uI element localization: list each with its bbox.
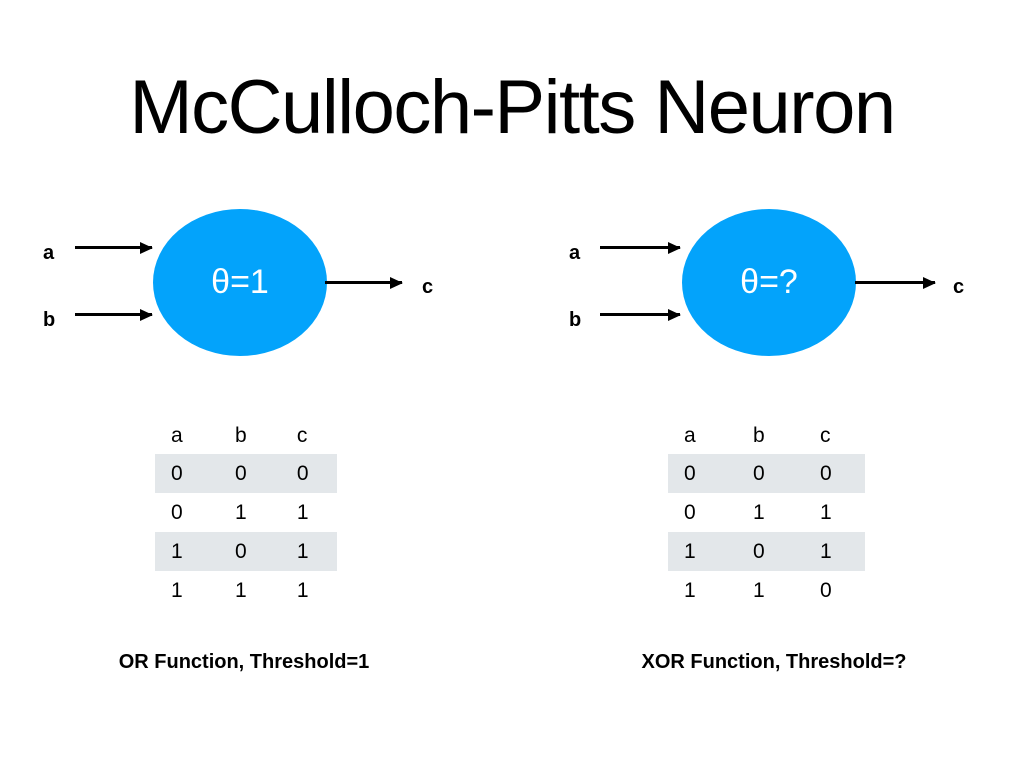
cell-a: 1 <box>668 532 733 571</box>
cell-a: 0 <box>171 500 183 524</box>
cell-c: 1 <box>296 500 309 524</box>
cell-a: 0 <box>155 454 216 493</box>
table-row: 0 0 0 <box>668 454 865 493</box>
panel-caption: OR Function, Threshold=1 <box>118 651 370 673</box>
output-label-c: c <box>953 276 965 298</box>
column-header-b: b <box>235 424 247 447</box>
cell-b: 0 <box>215 454 277 493</box>
table-row: 0 1 1 <box>155 493 337 532</box>
cell-c: 0 <box>276 454 337 493</box>
input-label-a: a <box>43 242 55 264</box>
cell-c: 1 <box>276 532 337 571</box>
neuron-threshold-label: θ=1 <box>211 263 269 301</box>
table-row: 1 1 0 <box>668 571 865 610</box>
input-arrow-a <box>75 246 152 249</box>
cell-a: 0 <box>668 454 733 493</box>
input-label-b: b <box>43 309 56 331</box>
column-header-c: c <box>819 424 831 447</box>
cell-c: 1 <box>296 578 309 602</box>
output-arrow-c <box>325 281 402 284</box>
cell-c: 1 <box>799 532 865 571</box>
cell-b: 1 <box>235 578 247 602</box>
output-label-c: c <box>422 276 434 298</box>
panel-caption: XOR Function, Threshold=? <box>641 651 907 673</box>
input-label-b: b <box>569 309 582 331</box>
cell-c: 1 <box>819 500 832 524</box>
cell-b: 1 <box>753 578 765 602</box>
cell-b: 1 <box>235 500 247 524</box>
cell-b: 1 <box>753 500 765 524</box>
page-title: McCulloch-Pitts Neuron <box>129 65 896 150</box>
input-arrow-b <box>75 313 152 316</box>
column-header-a: a <box>171 424 183 447</box>
table-header-row: a b c <box>668 418 865 454</box>
truth-table-or: a b c 0 0 0 0 1 1 1 0 <box>155 418 337 610</box>
table-row: 1 0 1 <box>155 532 337 571</box>
cell-b: 0 <box>733 532 800 571</box>
neuron-circle: θ=1 <box>153 209 327 356</box>
input-label-a: a <box>569 242 581 264</box>
cell-a: 1 <box>684 578 696 602</box>
truth-table-xor: a b c 0 0 0 0 1 1 1 0 <box>668 418 865 610</box>
cell-a: 0 <box>684 500 696 524</box>
input-arrow-a <box>600 246 680 249</box>
xor-panel: a b θ=? c a b c 0 0 0 <box>512 0 1024 768</box>
table-row: 0 1 1 <box>668 493 865 532</box>
cell-b: 0 <box>215 532 277 571</box>
cell-b: 0 <box>733 454 800 493</box>
column-header-b: b <box>753 424 765 447</box>
or-panel: a b θ=1 c a b c 0 0 0 <box>0 0 512 768</box>
cell-c: 0 <box>799 454 865 493</box>
column-header-a: a <box>684 424 696 447</box>
table-header-row: a b c <box>155 418 337 454</box>
cell-a: 1 <box>171 578 183 602</box>
table-row: 0 0 0 <box>155 454 337 493</box>
table-row: 1 1 1 <box>155 571 337 610</box>
column-header-c: c <box>296 424 308 447</box>
cell-a: 1 <box>155 532 216 571</box>
table-row: 1 0 1 <box>668 532 865 571</box>
output-arrow-c <box>855 281 935 284</box>
input-arrow-b <box>600 313 680 316</box>
neuron-threshold-label: θ=? <box>740 263 798 301</box>
neuron-circle: θ=? <box>682 209 856 356</box>
cell-c: 0 <box>819 578 832 602</box>
